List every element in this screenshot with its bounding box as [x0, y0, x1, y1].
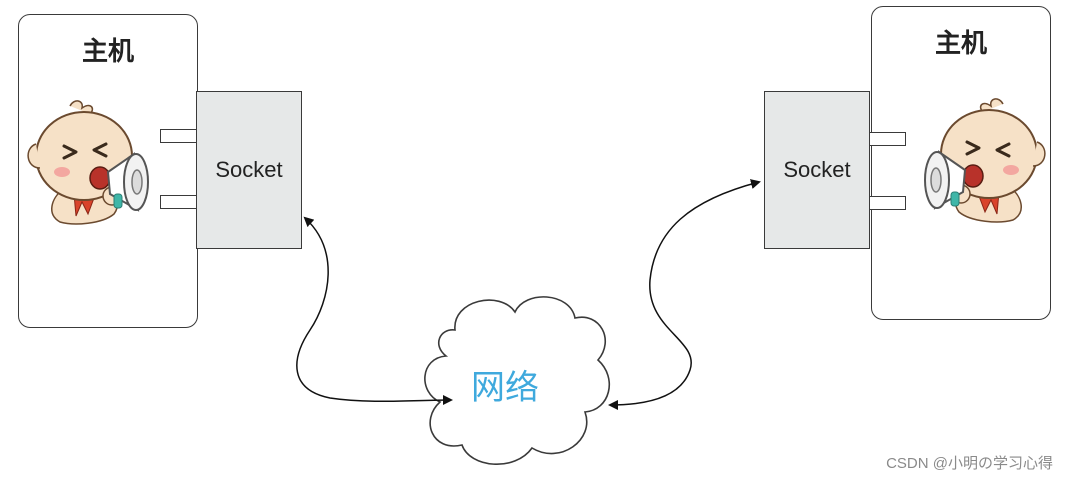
- right-socket-box: Socket: [764, 91, 870, 249]
- left-socket-label: Socket: [215, 157, 283, 182]
- shouting-mascot-icon: [27, 100, 149, 225]
- megaphone-icon: [106, 152, 149, 212]
- right-connection-arrow: [608, 179, 761, 410]
- left-socket-pin-bottom: [160, 195, 197, 209]
- right-socket-pin-bottom: [869, 196, 906, 210]
- left-connection-arrow: [296, 216, 453, 406]
- right-socket-label: Socket: [783, 157, 851, 182]
- megaphone-icon: [924, 150, 967, 210]
- right-host-title: 主机: [934, 29, 987, 59]
- right-socket-pin-top: [869, 132, 906, 146]
- left-host-title: 主机: [81, 37, 134, 67]
- network-label: 网络: [471, 368, 539, 408]
- left-socket-pin-top: [160, 129, 197, 143]
- watermark-text: CSDN @小明の学习心得: [886, 455, 1053, 472]
- shouting-mascot-icon: [924, 98, 1046, 223]
- left-socket-box: Socket: [196, 91, 302, 249]
